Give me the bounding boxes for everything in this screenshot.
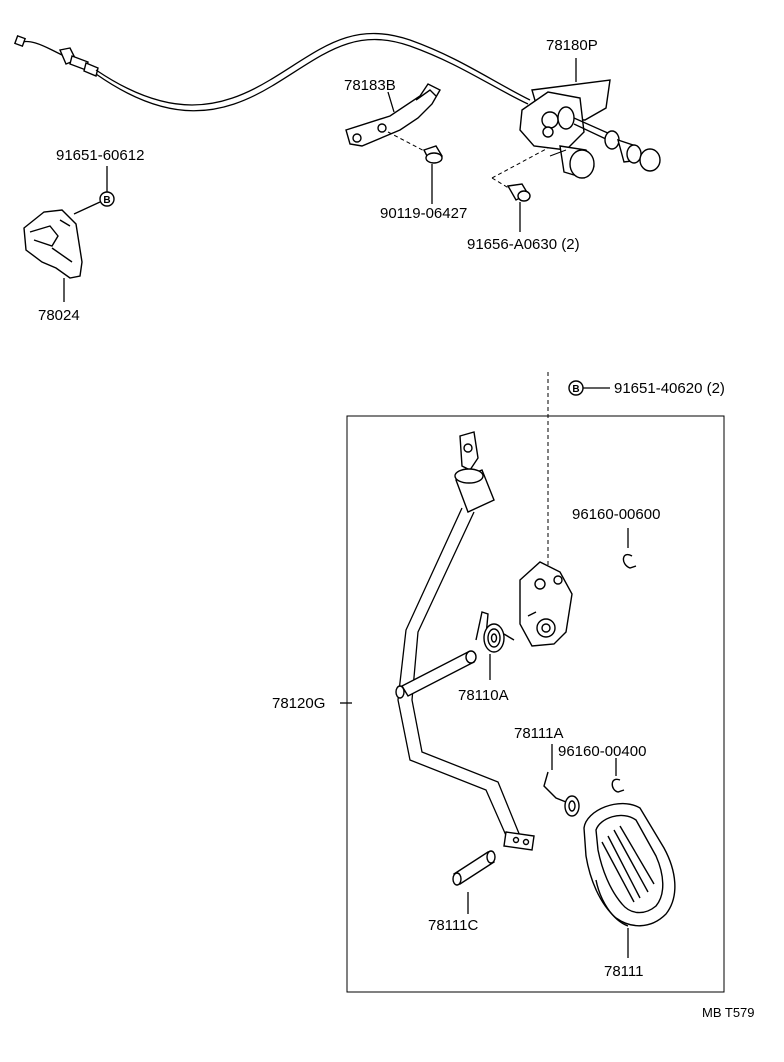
label-78183B: 78183B bbox=[344, 77, 396, 94]
leader-bracket-bolt bbox=[387, 131, 431, 155]
pedal-bracket bbox=[519, 561, 573, 647]
pivot-pin bbox=[395, 650, 477, 699]
clip-96160-00400 bbox=[611, 758, 625, 793]
leader-bolt-throttle bbox=[491, 147, 549, 179]
leader-78183B bbox=[387, 91, 395, 113]
label-90119-06427: 90119-06427 bbox=[380, 205, 467, 222]
label-91651-60612: 91651-60612 bbox=[56, 147, 144, 164]
label-91656-A0630: 91656-A0630 (2) bbox=[467, 236, 580, 253]
bracket-78183B bbox=[345, 83, 441, 147]
label-78111A: 78111A bbox=[514, 725, 564, 742]
bolt-90119-06427 bbox=[423, 145, 443, 204]
pedal-assembly-box bbox=[346, 415, 725, 993]
label-78111: 78111 bbox=[604, 963, 644, 980]
footer-code: MB T579 bbox=[702, 1005, 755, 1020]
pedal-arm-78120G bbox=[397, 431, 535, 851]
label-91651-40620: 91651-40620 (2) bbox=[614, 380, 725, 397]
bracket-78024 bbox=[23, 209, 83, 302]
label-78110A: 78110A bbox=[458, 687, 509, 704]
pin-78111C bbox=[452, 850, 496, 914]
spring-78110A bbox=[475, 611, 515, 680]
clip-96160-00600 bbox=[622, 528, 637, 569]
accelerator-cable bbox=[13, 32, 531, 112]
b-marker-upper-text: B bbox=[103, 195, 110, 206]
leader-78024-b bbox=[73, 201, 101, 215]
label-78024: 78024 bbox=[38, 307, 80, 324]
label-96160-00600: 96160-00600 bbox=[572, 506, 660, 523]
label-78180P: 78180P bbox=[546, 37, 598, 54]
label-78111C: 78111C bbox=[428, 917, 478, 934]
spring-78111A bbox=[543, 744, 580, 817]
bolt-91656-A0630 bbox=[506, 183, 531, 232]
leader-bolt-2 bbox=[491, 177, 513, 191]
label-78120G: 78120G bbox=[272, 695, 325, 712]
label-96160-00400: 96160-00400 bbox=[558, 743, 646, 760]
b-marker-lower-text: B bbox=[572, 384, 579, 395]
pedal-pad-78111 bbox=[583, 802, 676, 958]
throttle-link-assembly bbox=[519, 79, 661, 179]
